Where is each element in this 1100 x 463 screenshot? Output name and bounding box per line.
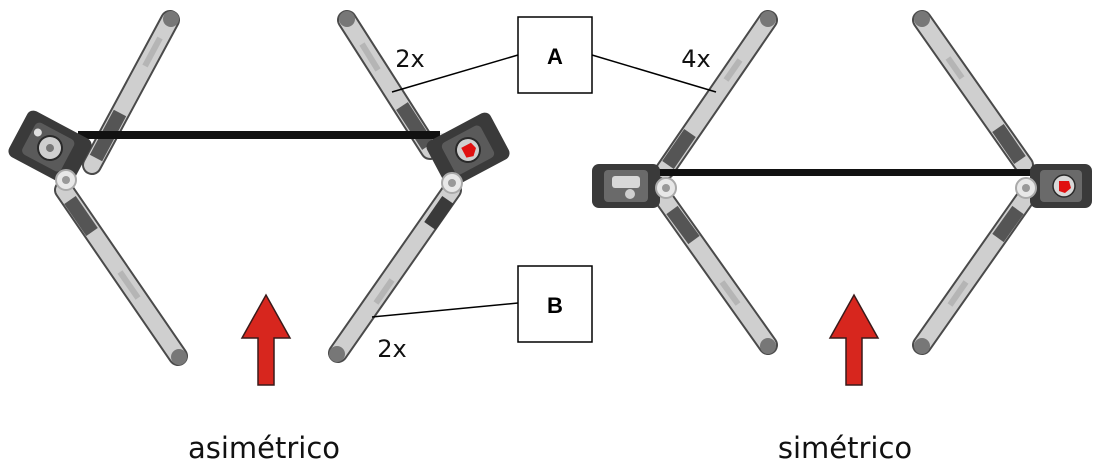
arm-tip-lower-left (171, 349, 187, 365)
sym-arm-lower-right (912, 190, 1034, 355)
arm-upper-right (337, 10, 440, 160)
sym-red-marker-icon (1059, 181, 1071, 193)
label-box-b (517, 265, 593, 343)
direction-arrow-right (828, 293, 880, 386)
sym-tip-upper-right (914, 11, 930, 27)
label-box-a (517, 16, 593, 94)
sym-arm-upper-right (912, 10, 1034, 175)
caption-asymmetric: asimétrico (188, 431, 340, 463)
caption-symmetric: simétrico (778, 431, 912, 463)
arm-tip-upper-left (163, 11, 179, 27)
arm-tip-upper-right (339, 11, 355, 27)
sym-housing-right (1030, 164, 1092, 208)
housing-right (426, 112, 510, 188)
label-b: B (547, 293, 563, 318)
crossbar-symmetric (655, 169, 1037, 176)
count-a-left: 2x (395, 45, 424, 73)
sym-tip-lower-left (760, 338, 776, 354)
leader-line-a-right (591, 54, 717, 93)
label-a: A (547, 44, 563, 69)
sym-arm-lower-left (655, 190, 778, 355)
arm-lower-left (54, 180, 188, 366)
left-assembly-asymmetric (8, 10, 510, 386)
callout-b: B 2x (371, 265, 593, 363)
red-marker-icon (461, 142, 477, 158)
arm-lower-right (328, 180, 462, 363)
count-b: 2x (377, 335, 406, 363)
direction-arrow-left (240, 293, 292, 386)
sym-housing-left (592, 164, 660, 208)
housing-left (8, 110, 92, 186)
sym-tip-upper-left (760, 11, 776, 27)
leader-line-a-left (391, 54, 519, 93)
arm-upper-left (82, 10, 180, 175)
count-a-right: 4x (681, 45, 710, 73)
sym-arm-upper-left (655, 10, 778, 180)
sym-tip-lower-right (914, 338, 930, 354)
crossbar-asymmetric (78, 131, 440, 139)
arm-tip-lower-right (329, 346, 345, 362)
callout-a: A 2x 4x (391, 16, 717, 94)
right-assembly-symmetric (592, 10, 1092, 386)
leader-line-b (371, 302, 519, 318)
